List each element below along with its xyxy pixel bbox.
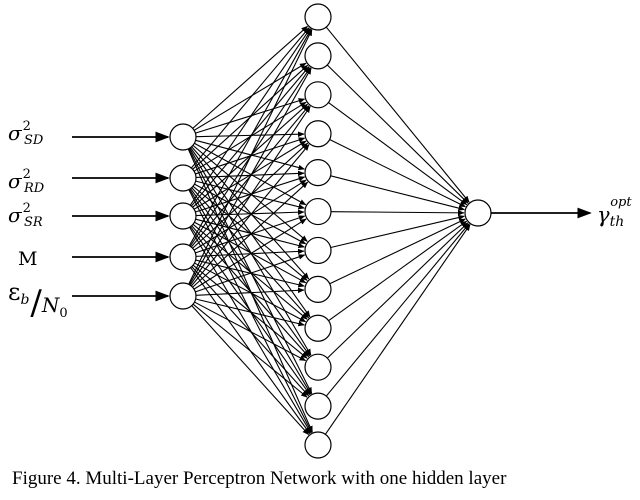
edge-hidden11-output [325,223,470,397]
output-label: γthopt [597,195,632,230]
edge-input1-hidden2 [193,62,307,131]
hidden-node-8 [304,275,332,303]
connections [187,25,471,436]
edge-input3-hidden7 [195,218,305,249]
input-label-5: εb/N0 [8,278,68,323]
edge-input3-hidden3 [192,103,308,208]
hidden-node-10 [304,353,332,381]
edge-input3-hidden8 [194,221,307,284]
hidden-node-7 [304,236,332,265]
edge-input5-hidden1 [188,29,313,285]
input-label-4: M [18,248,37,270]
edge-input1-hidden3 [195,98,306,134]
edge-input3-hidden9 [192,223,308,320]
edge-hidden4-output [329,139,466,208]
edge-input3-hidden1 [189,28,311,206]
edge-hidden1-output [325,26,470,203]
output-node [464,199,492,227]
edge-hidden2-output [326,64,469,204]
hidden-node-9 [304,314,332,342]
edge-input1-hidden1 [192,25,308,129]
edge-input1-hidden7 [192,144,308,242]
io-arrows [72,131,592,302]
edge-hidden12-output [324,224,471,435]
edge-input1-hidden5 [195,139,305,171]
hidden-node-2 [304,42,332,70]
edge-input1-hidden4 [195,131,305,138]
edge-input5-hidden9 [195,298,305,327]
input-node-4 [169,243,197,271]
edge-input5-hidden11 [192,303,308,398]
edge-input1-hidden10 [189,147,312,356]
edge-input2-hidden1 [190,27,310,169]
edge-input1-hidden11 [188,148,313,395]
edge-input5-hidden3 [189,105,311,286]
hidden-node-5 [304,159,332,187]
edge-input3-hidden12 [189,226,312,434]
input-node-2 [169,164,197,192]
edge-hidden8-output [329,218,466,285]
edge-input5-hidden7 [195,254,306,293]
hidden-node-1 [304,3,332,31]
hidden-node-3 [304,81,332,109]
edge-hidden9-output [328,220,468,322]
edge-input1-hidden6 [194,142,307,206]
edge-hidden5-output [330,175,465,211]
edge-input3-hidden4 [193,140,307,210]
edge-hidden6-output [330,210,465,216]
edge-input5-hidden12 [191,305,310,436]
edge-input5-hidden10 [194,301,307,362]
edge-hidden10-output [326,222,469,359]
edge-input5-hidden6 [193,218,307,290]
neurons [169,3,492,459]
input-node-5 [169,282,197,310]
input-node-3 [169,202,197,230]
edge-input5-hidden5 [192,181,309,288]
figure-caption: Figure 4. Multi-Layer Perceptron Network… [12,468,507,489]
edge-input4-hidden1 [188,28,312,246]
edge-hidden3-output [328,102,468,206]
hidden-node-12 [304,431,332,459]
edge-input3-hidden5 [195,176,306,213]
hidden-node-11 [304,392,332,420]
edge-input5-hidden4 [190,144,310,287]
edge-input5-hidden8 [195,287,305,296]
input-node-1 [169,123,197,151]
edge-hidden7-output [330,214,465,249]
hidden-node-4 [304,120,332,148]
edge-input5-hidden2 [188,67,312,285]
edge-input3-hidden6 [195,209,305,217]
hidden-node-6 [304,197,332,226]
edge-input3-hidden2 [190,66,310,207]
